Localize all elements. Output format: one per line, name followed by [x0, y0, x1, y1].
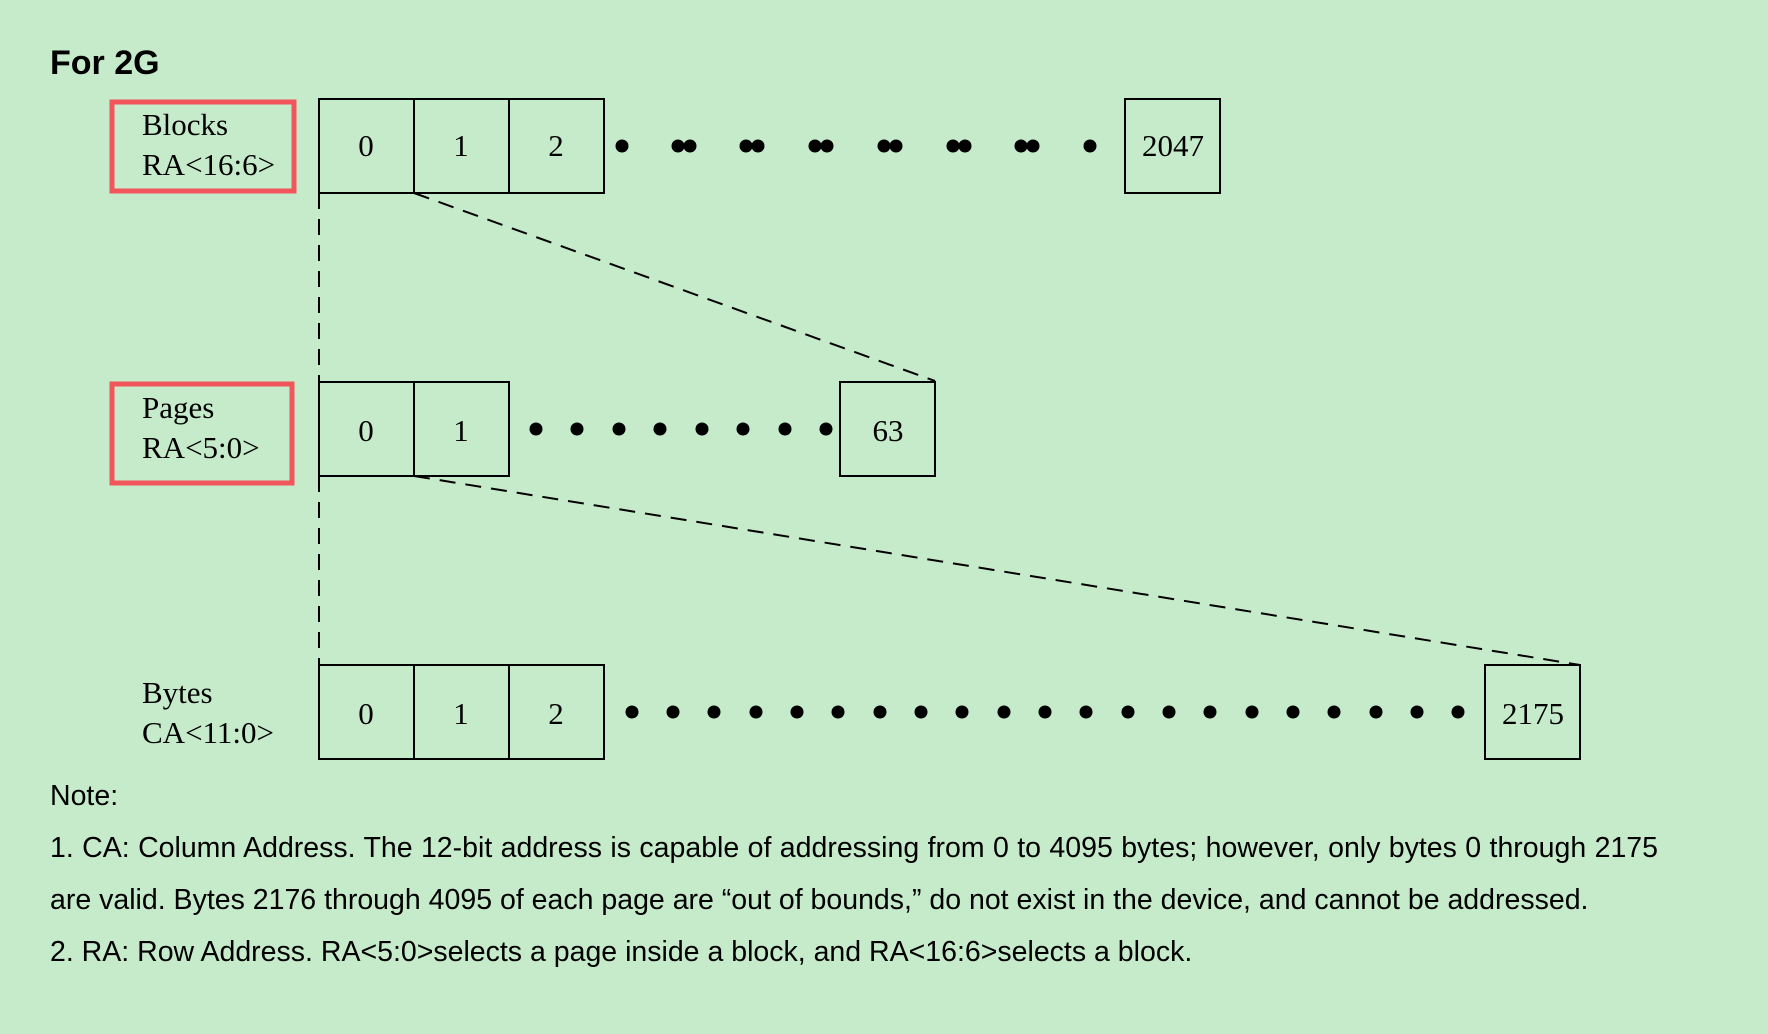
blocks-highlight-box	[109, 99, 297, 194]
block-cell: 2	[508, 98, 605, 194]
page-cell: 1	[413, 381, 510, 477]
pages-highlight-box	[109, 381, 295, 486]
block-cell-label: 0	[358, 128, 374, 163]
ellipsis-dots	[625, 705, 1465, 719]
pages-label-address: RA<5:0>	[142, 430, 260, 465]
block-cell-label: 2	[548, 128, 564, 163]
block-cell-label: 1	[453, 128, 469, 163]
byte-cell: 2	[508, 664, 605, 760]
note-item: 2. RA: Row Address. RA<5:0>selects a pag…	[50, 936, 1193, 968]
byte-cell-last: 2175	[1484, 664, 1581, 760]
block-cell-label: 2047	[1142, 128, 1204, 163]
byte-cell-label: 2	[548, 696, 564, 731]
blocks-label-name: Blocks	[142, 107, 229, 142]
bytes-label-name: Bytes	[142, 675, 213, 710]
page-cell: 0	[318, 381, 415, 477]
byte-cell: 1	[413, 664, 510, 760]
diagram-heading: For 2G	[50, 44, 160, 82]
bytes-label: Bytes CA<11:0>	[142, 673, 274, 753]
pages-label: Pages RA<5:0>	[142, 388, 260, 468]
note-item: 1. CA: Column Address. The 12-bit addres…	[50, 832, 1658, 916]
pages-to-bytes-right-connector	[413, 475, 1581, 666]
block-cell: 0	[318, 98, 415, 194]
blocks-row: 0 1 2 2047	[318, 98, 1221, 194]
bytes-row: 0 1 2	[318, 664, 1581, 760]
address-diagram: 0 1 2 2047	[109, 98, 1581, 760]
blocks-to-pages-right-connector	[413, 192, 936, 382]
pages-row: 0 1 63	[318, 381, 936, 477]
notes-title: Note:	[50, 780, 119, 812]
byte-cell-label: 0	[358, 696, 374, 731]
bytes-label-address: CA<11:0>	[142, 715, 274, 750]
block-cell: 1	[413, 98, 510, 194]
pages-label-name: Pages	[142, 390, 215, 425]
byte-cell-label: 2175	[1502, 696, 1564, 731]
ellipsis-dots	[615, 139, 1097, 153]
byte-cell: 0	[318, 664, 415, 760]
block-cell-last: 2047	[1124, 98, 1221, 194]
page-cell-label: 0	[358, 413, 374, 448]
ellipsis-dots	[529, 422, 833, 436]
page-cell-label: 63	[873, 413, 904, 448]
page-cell-label: 1	[453, 413, 469, 448]
blocks-label: Blocks RA<16:6>	[142, 105, 275, 185]
page-cell-last: 63	[839, 381, 936, 477]
blocks-label-address: RA<16:6>	[142, 147, 276, 182]
notes-section: Note: 1. CA: Column Address. The 12-bit …	[50, 770, 1658, 978]
byte-cell-label: 1	[453, 696, 469, 731]
